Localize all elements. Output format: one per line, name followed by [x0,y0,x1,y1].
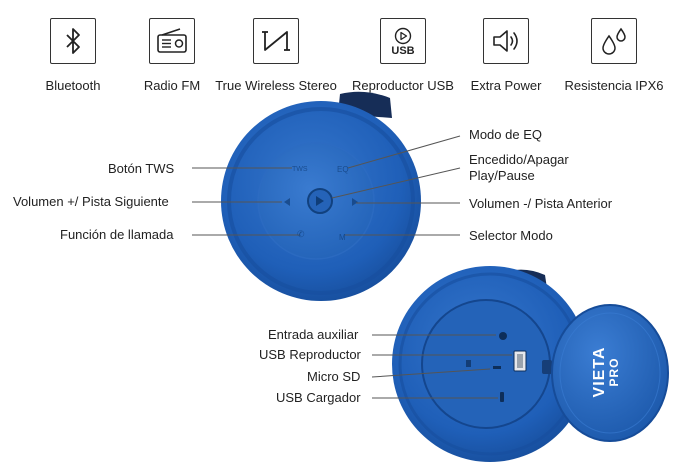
feature-radio-fm: Radio FM [118,18,226,93]
callout-encendido-line2: Play/Pause [469,168,535,183]
mode-button-mark[interactable]: M [339,233,346,242]
volume-down-button[interactable] [352,198,358,206]
aux-port [499,332,507,340]
brand-logo: VIETA PRO [591,337,621,407]
phone-button-icon[interactable]: ✆ [297,229,305,239]
speaker-top-rim [227,107,415,295]
ports-panel [422,300,550,428]
speaker-volume-icon [483,18,529,64]
feature-label: Resistencia IPX6 [564,78,664,93]
callout-encendido: Encedido/Apagar Play/Pause [469,152,569,184]
callout-modo-eq: Modo de EQ [469,127,542,142]
callout-usb-cargador: USB Cargador [276,390,361,405]
callout-usb-reproductor: USB Reproductor [259,347,361,362]
callout-entrada-auxiliar: Entrada auxiliar [268,327,359,342]
feature-label: True Wireless Stereo [215,78,337,93]
callout-funcion-llamada: Función de llamada [60,227,174,242]
callout-micro-sd: Micro SD [307,369,361,384]
feature-label: Bluetooth [45,78,101,93]
feature-label: Extra Power [470,78,542,93]
feature-ipx6: Resistencia IPX6 [560,18,668,93]
callout-lines-bottom [371,334,512,399]
usb-play-icon: USB [380,18,426,64]
micro-sd-slot [493,366,501,369]
usb-icon-text: USB [391,45,415,57]
water-drops-icon [591,18,637,64]
callout-encendido-line1: Encedido/Apagar [469,152,569,167]
feature-bluetooth: Bluetooth [19,18,127,93]
callout-selector-modo: Selector Modo [469,228,553,243]
feature-tws: True Wireless Stereo [215,18,337,93]
volume-up-button[interactable] [284,198,290,206]
callout-boton-tws: Botón TWS [108,161,175,176]
bluetooth-icon [50,18,96,64]
tws-icon [253,18,299,64]
feature-label: Reproductor USB [352,78,454,93]
tws-button-mark[interactable]: TWS [292,166,308,173]
callout-volumen-menos: Volumen -/ Pista Anterior [469,196,613,211]
radio-icon [149,18,195,64]
usb-charger-port [500,392,504,402]
feature-label: Radio FM [143,78,201,93]
callout-volumen-mas: Volumen +/ Pista Siguiente [13,194,169,209]
brand-logo-line1: VIETA [591,346,608,398]
feature-extra-power: Extra Power [452,18,560,93]
eq-button-mark[interactable]: EQ [337,165,349,174]
cap-lid [552,305,668,441]
callout-lines [192,135,461,236]
brand-logo-line2: PRO [607,357,621,387]
feature-usb-player: USB Reproductor USB [349,18,457,93]
